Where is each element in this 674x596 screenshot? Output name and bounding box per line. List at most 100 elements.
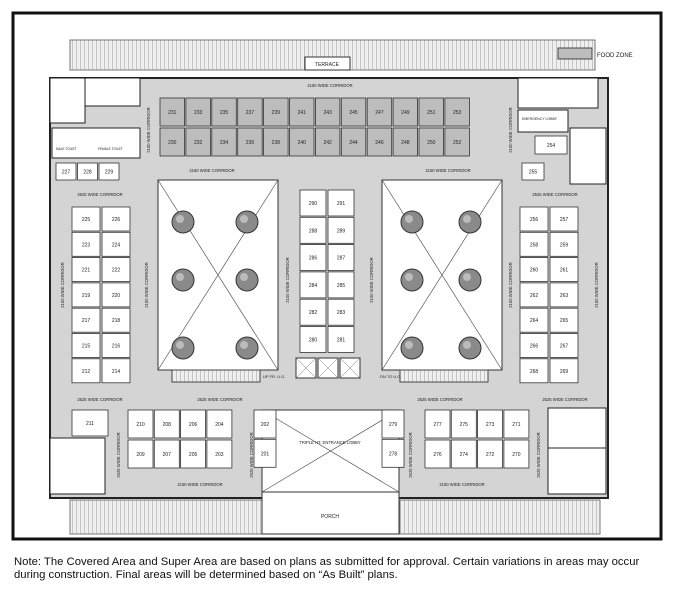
- shop-number: 259: [560, 242, 569, 248]
- shop-number: 264: [530, 318, 539, 324]
- shop-unit: 257: [549, 206, 579, 232]
- shop-number: 220: [112, 293, 121, 299]
- shop-number: 285: [337, 283, 346, 289]
- shop-unit: 272: [477, 439, 504, 469]
- shop-unit: 202: [253, 409, 277, 439]
- shop-unit: 259: [549, 231, 579, 257]
- shop-number: 283: [337, 310, 346, 316]
- shop-unit: 291: [327, 189, 355, 217]
- shop-unit: 273: [477, 409, 504, 439]
- up-fr-ug-label: UP FR. U.G.: [263, 374, 285, 379]
- shop-number: 275: [460, 422, 469, 428]
- shop-unit: 244: [340, 127, 367, 157]
- shop-unit: 287: [327, 244, 355, 272]
- shop-unit: 232: [185, 127, 211, 157]
- shop-number: 227: [62, 170, 71, 176]
- shop-unit: 241: [289, 97, 315, 127]
- tree-highlight: [405, 215, 413, 223]
- shop-number: 208: [163, 422, 172, 428]
- shop-unit: 222: [101, 257, 131, 283]
- shop-number: 233: [194, 110, 203, 116]
- tree-icon: [235, 268, 259, 292]
- female-toilet-label: FEMALE TOILET: [98, 147, 123, 151]
- shop-unit: 231: [159, 97, 185, 127]
- shop-unit: 270: [503, 439, 530, 469]
- shop-unit: 268: [519, 358, 549, 384]
- shop-unit: 289: [327, 216, 355, 244]
- shop-number: 254: [547, 143, 556, 149]
- shop-number: 258: [530, 242, 539, 248]
- shop-unit: 245: [340, 97, 367, 127]
- shop-number: 263: [560, 293, 569, 299]
- shop-number: 245: [349, 110, 358, 116]
- corridor-label-vert-2: 2100 WIDE CORRIDOR: [60, 262, 65, 307]
- terrace-box: [304, 56, 351, 71]
- shop-unit: 216: [101, 333, 131, 358]
- shop-number: 236: [246, 140, 255, 146]
- tree-icon: [458, 268, 482, 292]
- shop-number: 281: [337, 338, 346, 344]
- corridor-label-left-upper: 2525 WIDE CORRIDOR: [77, 192, 122, 197]
- tree-icon: [171, 210, 195, 234]
- shop-unit: 228: [77, 162, 98, 181]
- dn-to-ug-label: DN TO U.G.: [380, 374, 402, 379]
- shop-unit: 230: [159, 127, 185, 157]
- shop-unit: 266: [519, 333, 549, 358]
- shop-unit: 204: [206, 409, 233, 439]
- shop-number: 272: [486, 452, 495, 458]
- shop-unit: 217: [71, 307, 101, 333]
- shop-unit: 285: [327, 271, 355, 299]
- corridor-label-bottom-left: 2150 WIDE CORRIDOR: [177, 482, 222, 487]
- floor-plan: TERRACE PORCH: [11, 11, 663, 541]
- shop-unit: 280: [299, 326, 327, 353]
- corridor-label-top: 2150 WIDE CORRIDOR: [307, 83, 352, 88]
- shop-number: 261: [560, 268, 569, 274]
- shop-number: 282: [309, 310, 318, 316]
- shop-number: 207: [163, 452, 172, 458]
- shop-number: 230: [168, 140, 177, 146]
- tree-icons: [171, 210, 482, 360]
- shop-number: 215: [82, 344, 91, 350]
- emergency-lobby-label: EMERGENCY LOBBY: [522, 117, 558, 121]
- entrance-lobby-label: TRIPLE HT. ENTRANCE LOBBY: [299, 440, 361, 445]
- shop-number: 291: [337, 201, 346, 207]
- shop-number: 247: [375, 110, 384, 116]
- shop-number: 234: [220, 140, 229, 146]
- shop-unit: 250: [418, 127, 444, 157]
- shop-unit: 271: [503, 409, 530, 439]
- shop-number: 221: [82, 268, 91, 274]
- shop-number: 274: [460, 452, 469, 458]
- shop-unit: 238: [263, 127, 289, 157]
- shop-number: 229: [105, 170, 114, 176]
- shop-number: 271: [512, 422, 521, 428]
- shop-number: 217: [82, 318, 91, 324]
- shop-number: 277: [433, 422, 442, 428]
- tree-highlight: [176, 273, 184, 281]
- shop-number: 287: [337, 256, 346, 262]
- shop-number: 216: [112, 344, 121, 350]
- shop-number: 204: [215, 422, 224, 428]
- tree-icon: [400, 336, 424, 360]
- tree-highlight: [463, 341, 471, 349]
- shop-unit: 284: [299, 271, 327, 299]
- shop-number: 249: [401, 110, 410, 116]
- shop-number: 273: [486, 422, 495, 428]
- shop-unit: 226: [101, 206, 131, 232]
- shop-number: 250: [427, 140, 436, 146]
- shop-number: 240: [298, 140, 307, 146]
- shop-number: 201: [261, 451, 270, 457]
- tree-icon: [235, 210, 259, 234]
- shop-number: 278: [389, 451, 398, 457]
- shop-unit: 205: [180, 439, 207, 469]
- shop-unit: 240: [289, 127, 315, 157]
- shop-unit: 219: [71, 282, 101, 308]
- corridor-label-vert-6: 2100 WIDE CORRIDOR: [508, 262, 513, 307]
- shop-unit: 225: [71, 206, 101, 232]
- shop-number: 244: [349, 140, 358, 146]
- corridor-label-vert-7: 2100 WIDE CORRIDOR: [594, 262, 599, 307]
- disclaimer-note: Note: The Covered Area and Super Area ar…: [14, 556, 640, 582]
- shop-number: 223: [82, 242, 91, 248]
- food-zone-label: FOOD ZONE: [597, 53, 633, 59]
- shop-unit: 274: [450, 439, 477, 469]
- shop-unit: 208: [153, 409, 180, 439]
